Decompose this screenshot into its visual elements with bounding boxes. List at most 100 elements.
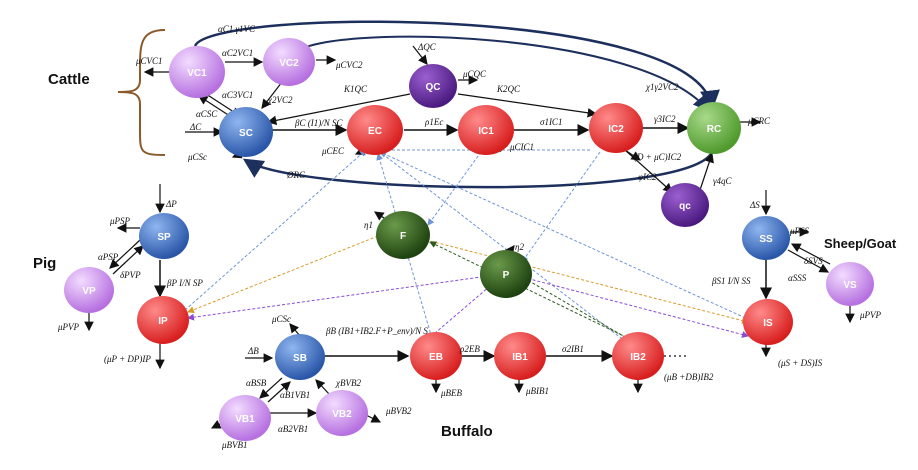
label-bs1: βS1 I/N SS bbox=[711, 276, 751, 286]
dashed-ib2-to-f bbox=[429, 241, 637, 343]
svg-text:IB2: IB2 bbox=[630, 352, 646, 363]
label-mup-sp: μPSP bbox=[109, 216, 131, 226]
label-ap-sp: αPSP bbox=[98, 252, 119, 262]
label-delta-qc: ΔQC bbox=[417, 42, 437, 52]
dashed-f-to-is bbox=[425, 239, 749, 324]
node-vb1: VB1 bbox=[219, 395, 271, 441]
label-mup-dp-ip: (μP + DP)IP bbox=[104, 354, 151, 364]
label-k1-qc: K1QC bbox=[343, 84, 368, 94]
arrow-qc-to-sc bbox=[266, 93, 411, 126]
arrow-ss-to-vs bbox=[787, 249, 830, 273]
label-g3-ic2: γ3IC2 bbox=[654, 114, 676, 124]
label-rho1-ec: ρ1Ec bbox=[424, 117, 443, 127]
label-ac-sc: αCSC bbox=[196, 109, 218, 119]
label-as-ss: αSSS bbox=[788, 273, 807, 283]
label-k2-qc: K2QC bbox=[496, 84, 521, 94]
label-chi2-vc2: χ2VC2 bbox=[267, 95, 293, 105]
label-delta-b: ΔB bbox=[247, 346, 259, 356]
label-mub-db-ib2: (μB +DB)IB2 bbox=[664, 372, 714, 382]
svg-text:EB: EB bbox=[429, 352, 443, 363]
arrow-vc2-to-rc bbox=[299, 35, 710, 112]
svg-text:QC: QC bbox=[426, 82, 441, 93]
dashed-ib2-to-p bbox=[523, 277, 631, 341]
label-eta2: η2 bbox=[515, 242, 524, 252]
label-delta-s: ΔS bbox=[749, 200, 760, 210]
label-beta-c: βC (I1)/N SC bbox=[294, 118, 343, 128]
label-mub-vb2: μBVB2 bbox=[385, 406, 412, 416]
label-ds-vs: δSVS bbox=[804, 256, 823, 266]
dashed-f-to-ip bbox=[187, 235, 379, 314]
arrow-sb-to-vb1 bbox=[259, 377, 283, 399]
label-eta1: η1 bbox=[364, 220, 373, 230]
node-vc1: VC1 bbox=[169, 46, 225, 98]
svg-text:VB1: VB1 bbox=[235, 414, 255, 425]
svg-text:SS: SS bbox=[759, 234, 773, 245]
svg-text:VS: VS bbox=[843, 280, 857, 291]
node-rc: RC bbox=[687, 102, 741, 154]
label-g4-qc: γ4qC bbox=[713, 176, 733, 186]
label-muc-vc2: μCVC2 bbox=[335, 60, 363, 70]
svg-text:VP: VP bbox=[82, 286, 96, 297]
label-ab-sb: αBSB bbox=[246, 378, 267, 388]
label-bb: βB (IB1+IB2.F+P_env)/N S bbox=[325, 326, 428, 336]
svg-text:P: P bbox=[503, 270, 510, 281]
label-muc-qc: μCQC bbox=[462, 69, 487, 79]
label-sigma1-ic1: σ1IC1 bbox=[540, 117, 562, 127]
svg-text:SC: SC bbox=[239, 128, 253, 139]
dashed-ic2-to-p bbox=[521, 151, 601, 263]
svg-text:VC1: VC1 bbox=[187, 68, 207, 79]
node-sp: SP bbox=[139, 213, 189, 259]
svg-text:EC: EC bbox=[368, 126, 382, 137]
label-chib-vb2: χBVB2 bbox=[335, 378, 361, 388]
arrow-vb2-to-sb bbox=[315, 379, 331, 396]
node-ip: IP bbox=[137, 296, 189, 344]
label-bp: βP I/N SP bbox=[166, 278, 203, 288]
arrow-vb2-out bbox=[365, 413, 382, 423]
label-rho2-eb: ρ2EB bbox=[459, 344, 480, 354]
label-d-muc-ic2: (D + μC)IC2 bbox=[634, 152, 682, 162]
arrow-sp-to-vp bbox=[109, 239, 141, 269]
svg-text:VC2: VC2 bbox=[279, 58, 299, 69]
svg-text:qc: qc bbox=[679, 201, 691, 212]
arrow-rc-to-sc bbox=[242, 151, 714, 189]
arrow-inflow-qc bbox=[412, 45, 428, 65]
label-mup-vp-s: μPVP bbox=[859, 310, 882, 320]
svg-text:SB: SB bbox=[293, 353, 307, 364]
label-muc-sc: μCSc bbox=[187, 152, 207, 162]
svg-text:IB1: IB1 bbox=[512, 352, 528, 363]
arrow-vc2-to-sc bbox=[261, 81, 283, 109]
dashed-ip-to-ec bbox=[184, 149, 367, 311]
node-ic2: IC2 bbox=[589, 103, 643, 153]
arrow-qc-to-ic2 bbox=[457, 93, 598, 118]
label-mus-ds-is: (μS + DS)IS bbox=[778, 358, 823, 368]
svg-text:VB2: VB2 bbox=[332, 409, 352, 420]
node-ss: SS bbox=[742, 216, 790, 260]
label-mub-eb: μBEB bbox=[440, 388, 463, 398]
svg-text:SP: SP bbox=[157, 232, 171, 243]
label-muc-sc-b: μCSc bbox=[271, 314, 291, 324]
dashed-eb-to-ec bbox=[376, 153, 437, 353]
svg-text:IC1: IC1 bbox=[478, 126, 494, 137]
label-ab1-vb1: αB1VB1 bbox=[280, 390, 310, 400]
node-sb: SB bbox=[275, 334, 325, 380]
node-qc-small: qc bbox=[661, 183, 709, 227]
label-delta-p: ΔP bbox=[165, 199, 177, 209]
dashed-is-to-ec bbox=[379, 151, 751, 321]
arrow-vs-to-ss bbox=[790, 243, 831, 265]
label-ac2-vc1: αC2VC1 bbox=[222, 48, 253, 58]
label-delta-c: ΔC bbox=[189, 122, 202, 132]
label-muc-ic1: μCIC1 bbox=[509, 142, 534, 152]
label-mup-vp: μPVP bbox=[57, 322, 80, 332]
svg-text:IC2: IC2 bbox=[608, 124, 624, 135]
label-muc-ec: μCEC bbox=[321, 146, 345, 156]
label-mub-ib1: μBIB1 bbox=[525, 386, 549, 396]
node-eb: EB bbox=[410, 332, 462, 380]
svg-text:IS: IS bbox=[763, 318, 773, 329]
node-vs: VS bbox=[826, 262, 874, 306]
label-muc-vc1: μCVC1 bbox=[135, 56, 163, 66]
node-sc: SC bbox=[219, 107, 273, 157]
label-phi-ic2: φIC2 bbox=[638, 172, 657, 182]
node-vp: VP bbox=[64, 267, 114, 313]
arrow-sb-death bbox=[289, 323, 301, 337]
group-label-pig: Pig bbox=[33, 255, 56, 272]
